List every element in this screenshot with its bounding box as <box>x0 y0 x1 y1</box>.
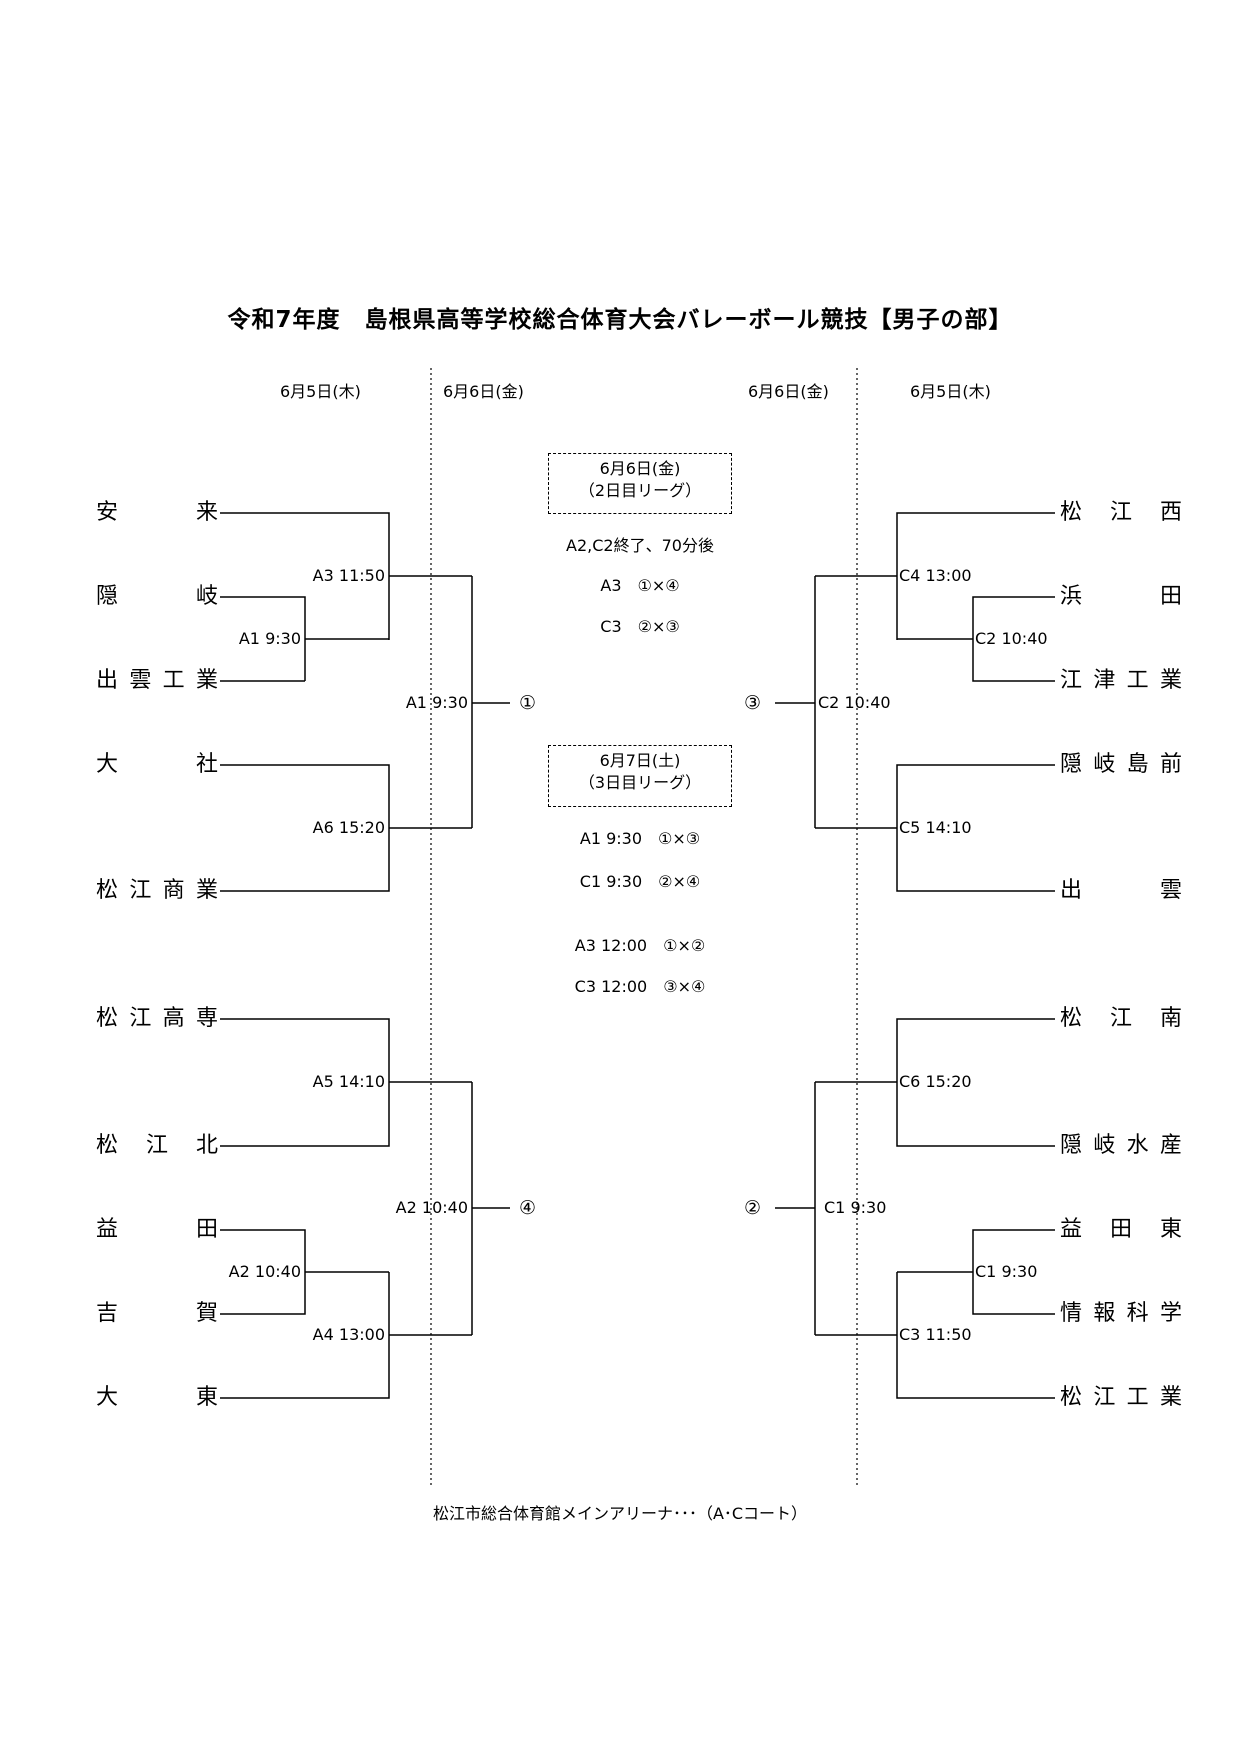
day2-schedule-a3: A3 ①×④ <box>600 576 680 595</box>
match-c1-final: C1 9:30 <box>824 1198 887 1217</box>
day2-league-box: 6月6日(金) （2日目リーグ） <box>548 453 732 514</box>
day2-box-date: 6月6日(金) <box>599 459 681 478</box>
day3-box-subtitle: （3日目リーグ） <box>578 773 702 792</box>
match-c4: C4 13:00 <box>899 566 972 585</box>
team-left-7: 松江北 <box>96 1133 218 1158</box>
day2-schedule-c3: C3 ②×③ <box>600 617 680 636</box>
team-right-10: 松江工業 <box>1060 1385 1182 1410</box>
day3-schedule-c3: C3 12:00 ③×④ <box>574 977 706 996</box>
match-a2-final: A2 10:40 <box>395 1198 468 1217</box>
match-c2-r1: C2 10:40 <box>975 629 1048 648</box>
match-c2-final: C2 10:40 <box>818 693 891 712</box>
date-left-day2: 6月6日(金) <box>443 382 524 401</box>
team-right-3: 江津工業 <box>1060 668 1182 693</box>
match-a4: A4 13:00 <box>312 1325 385 1344</box>
team-right-7: 隠岐水産 <box>1060 1133 1182 1158</box>
date-right-day1: 6月5日(木) <box>910 382 991 401</box>
team-right-1: 松江西 <box>1060 500 1182 525</box>
team-right-4: 隠岐島前 <box>1060 752 1182 777</box>
match-a2-r1: A2 10:40 <box>228 1262 301 1281</box>
date-left-day1: 6月5日(木) <box>280 382 361 401</box>
team-right-5: 出雲 <box>1060 878 1182 903</box>
seed-right-top: ③ <box>744 692 762 714</box>
team-right-2: 浜田 <box>1060 584 1182 609</box>
team-left-6: 松江高専 <box>96 1006 218 1031</box>
seed-right-bottom: ② <box>744 1197 762 1219</box>
team-left-1: 安来 <box>96 500 218 525</box>
team-left-3: 出雲工業 <box>96 668 218 693</box>
team-left-10: 大東 <box>96 1385 218 1410</box>
seed-left-bottom: ④ <box>519 1197 537 1219</box>
match-a6: A6 15:20 <box>312 818 385 837</box>
venue-note: 松江市総合体育館メインアリーナ･･･（A･Cコート） <box>432 1504 808 1523</box>
seed-left-top: ① <box>519 692 537 714</box>
team-right-6: 松江南 <box>1060 1006 1182 1031</box>
day3-league-box: 6月7日(土) （3日目リーグ） <box>548 745 732 807</box>
page-title: 令和7年度 島根県高等学校総合体育大会バレーボール競技【男子の部】 <box>227 307 1013 333</box>
day3-schedule-a1: A1 9:30 ①×③ <box>579 829 701 848</box>
team-left-4: 大社 <box>96 752 218 777</box>
day3-box-date: 6月7日(土) <box>599 751 681 770</box>
day2-box-subtitle: （2日目リーグ） <box>578 481 702 500</box>
day3-schedule-a3: A3 12:00 ①×② <box>574 936 706 955</box>
match-c1-r1: C1 9:30 <box>975 1262 1038 1281</box>
match-c6: C6 15:20 <box>899 1072 972 1091</box>
day2-schedule-note: A2,C2終了、70分後 <box>566 536 714 555</box>
team-right-9: 情報科学 <box>1060 1301 1182 1326</box>
team-left-9: 吉賀 <box>96 1301 218 1326</box>
date-right-day2: 6月6日(金) <box>748 382 829 401</box>
team-left-2: 隠岐 <box>96 584 218 609</box>
match-c5: C5 14:10 <box>899 818 972 837</box>
match-a1-final: A1 9:30 <box>405 693 468 712</box>
team-left-5: 松江商業 <box>96 878 218 903</box>
match-c3: C3 11:50 <box>899 1325 972 1344</box>
team-left-8: 益田 <box>96 1217 218 1242</box>
day3-schedule-c1: C1 9:30 ②×④ <box>579 872 701 891</box>
match-a5: A5 14:10 <box>312 1072 385 1091</box>
match-a3: A3 11:50 <box>312 566 385 585</box>
match-a1-r1: A1 9:30 <box>238 629 301 648</box>
team-right-8: 益田東 <box>1060 1217 1182 1242</box>
